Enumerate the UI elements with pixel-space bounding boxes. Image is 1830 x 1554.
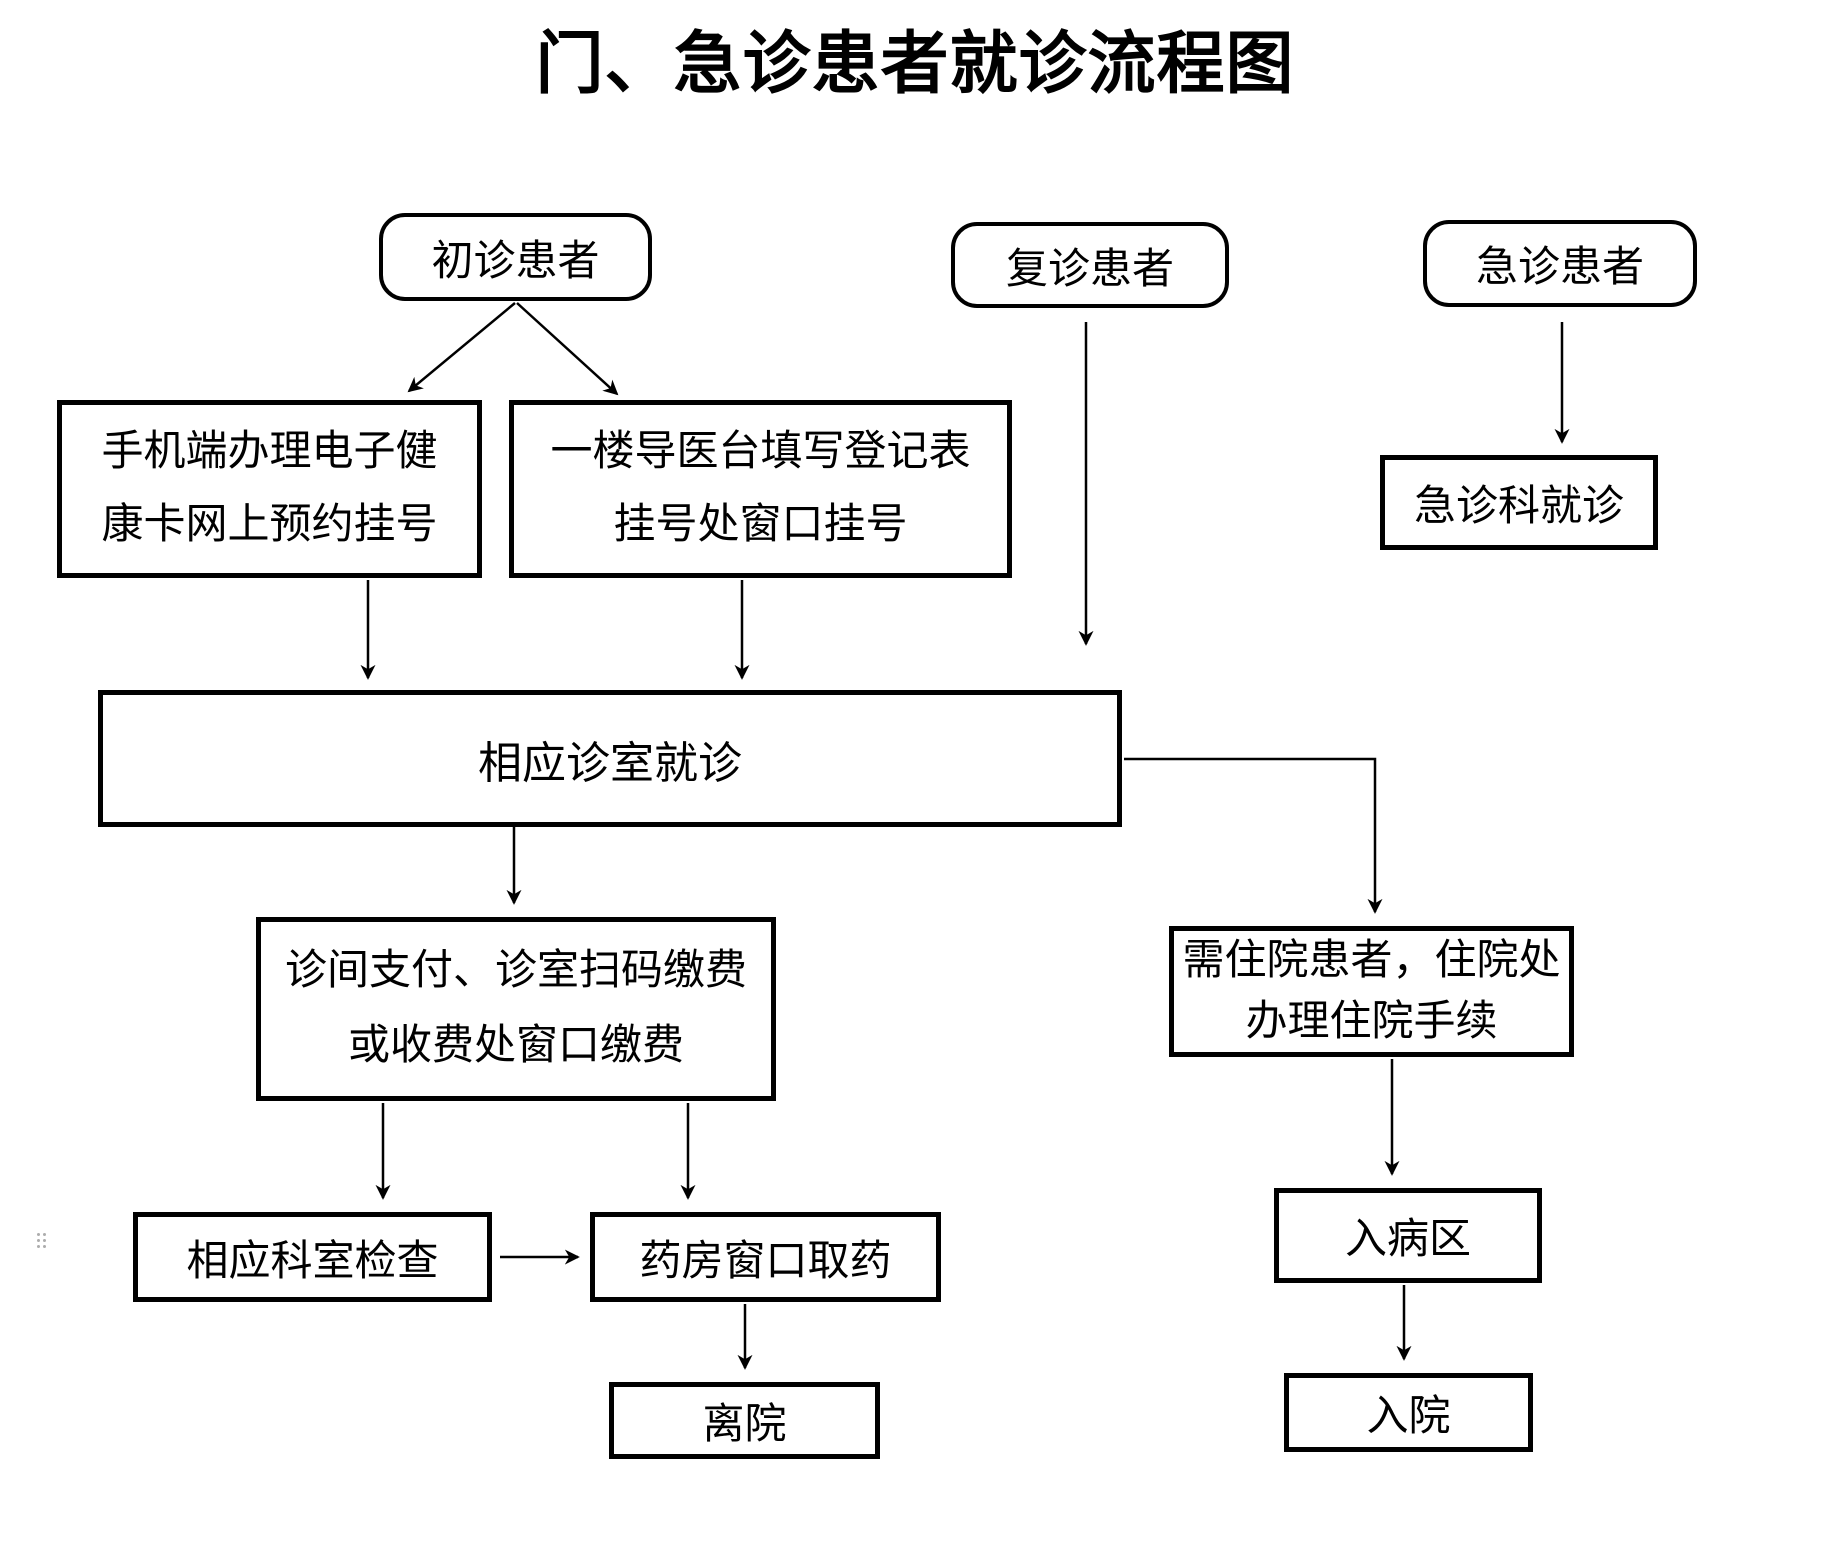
node-first-visit-patient: 初诊患者 bbox=[379, 213, 652, 301]
node-label: 入病区 bbox=[1344, 1217, 1471, 1263]
node-label-line1: 手机端办理电子健 bbox=[101, 428, 438, 475]
node-label-line2: 办理住院手续 bbox=[1245, 998, 1498, 1045]
node-label-line2: 挂号处窗口挂号 bbox=[613, 502, 908, 548]
node-label: 离院 bbox=[702, 1402, 787, 1448]
node-label: 相应科室检查 bbox=[186, 1238, 439, 1285]
node-emergency-patient: 急诊患者 bbox=[1423, 220, 1697, 307]
node-return-visit-patient: 复诊患者 bbox=[951, 222, 1229, 308]
node-label: 急诊患者 bbox=[1475, 245, 1644, 291]
object-anchor-icon[interactable] bbox=[36, 1232, 47, 1249]
node-department-exam: 相应科室检查 bbox=[133, 1212, 492, 1302]
node-label-line2: 康卡网上预约挂号 bbox=[101, 502, 438, 548]
node-label-line1: 诊间支付、诊室扫码缴费 bbox=[284, 947, 747, 994]
node-desk-registration: 一楼导医台填写登记表 挂号处窗口挂号 bbox=[509, 400, 1012, 578]
node-emergency-department: 急诊科就诊 bbox=[1380, 455, 1658, 550]
node-pharmacy: 药房窗口取药 bbox=[590, 1212, 941, 1302]
node-label: 复诊患者 bbox=[1005, 246, 1174, 293]
node-label-line1: 需住院患者，住院处 bbox=[1182, 937, 1561, 984]
page-title: 门、急诊患者就诊流程图 bbox=[535, 26, 1295, 102]
node-ward: 入病区 bbox=[1274, 1188, 1542, 1283]
arrow-clinic-to-admission bbox=[1124, 757, 1383, 914]
node-mobile-registration: 手机端办理电子健 康卡网上预约挂号 bbox=[57, 400, 482, 578]
node-admission-office: 需住院患者，住院处 办理住院手续 bbox=[1169, 926, 1574, 1057]
node-payment: 诊间支付、诊室扫码缴费 或收费处窗口缴费 bbox=[256, 917, 776, 1101]
node-label: 入院 bbox=[1366, 1394, 1451, 1440]
node-label: 药房窗口取药 bbox=[639, 1238, 892, 1285]
node-admitted: 入院 bbox=[1284, 1373, 1533, 1452]
node-label: 初诊患者 bbox=[431, 238, 600, 285]
arrow-first-to-desk bbox=[516, 302, 619, 396]
node-label-line2: 或收费处窗口缴费 bbox=[347, 1023, 684, 1069]
node-label-line1: 一楼导医台填写登记表 bbox=[550, 428, 971, 475]
arrow-first-to-mobile bbox=[407, 302, 516, 393]
node-label: 急诊科就诊 bbox=[1413, 484, 1624, 530]
node-clinic-visit: 相应诊室就诊 bbox=[98, 690, 1122, 827]
node-label: 相应诊室就诊 bbox=[478, 738, 742, 788]
node-leave-hospital: 离院 bbox=[609, 1382, 880, 1459]
